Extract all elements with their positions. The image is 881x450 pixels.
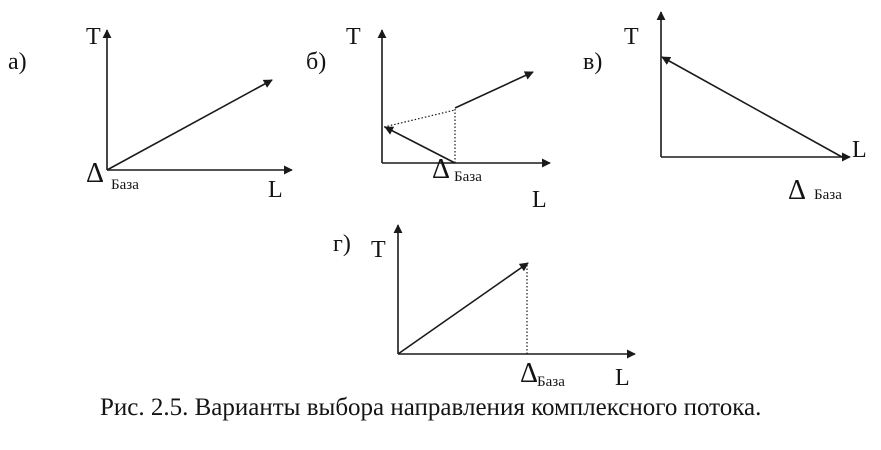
- panel-b-delta-symbol: Δ: [432, 154, 451, 185]
- panel-a-t-axis-label: T: [86, 24, 101, 50]
- panel-b-flow-arrow-back: [384, 126, 456, 164]
- panel-v-diagram: [656, 11, 851, 162]
- panel-a-delta-symbol: Δ: [86, 158, 105, 189]
- panel-g-l-axis-label: L: [615, 365, 630, 391]
- panel-b-base-label: База: [454, 169, 482, 185]
- figure-caption: Рис. 2.5. Варианты выбора направления ко…: [100, 394, 762, 421]
- panel-b-label: б): [306, 49, 327, 75]
- panel-b-flow-arrow-forward: [454, 71, 534, 109]
- panel-a-label: а): [8, 49, 27, 75]
- panel-b-diagram: [377, 29, 551, 168]
- panel-v-label: в): [583, 49, 603, 75]
- panel-b-dashed-level: [383, 109, 456, 128]
- panel-v-flow-arrow: [661, 56, 843, 158]
- panel-b-t-axis-label: T: [346, 24, 361, 50]
- panel-g-diagram: [393, 224, 636, 359]
- panel-v-base-label: База: [814, 187, 842, 203]
- panel-g-t-axis-label: T: [371, 237, 386, 263]
- panel-g-base-label: База: [537, 374, 565, 390]
- panel-a-base-label: База: [111, 177, 139, 193]
- panel-a-flow-arrow: [106, 79, 273, 171]
- panel-g-delta-symbol: Δ: [520, 358, 539, 389]
- panel-a-l-axis-label: L: [268, 177, 283, 203]
- panel-v-delta-symbol: Δ: [788, 175, 807, 206]
- panel-a-diagram: [102, 29, 293, 175]
- panel-b-l-axis-label: L: [532, 187, 547, 213]
- panel-v-l-axis-label: L: [852, 137, 867, 163]
- panel-g-label: г): [333, 231, 351, 257]
- panel-g-flow-arrow: [397, 262, 529, 355]
- panel-v-t-axis-label: T: [624, 24, 639, 50]
